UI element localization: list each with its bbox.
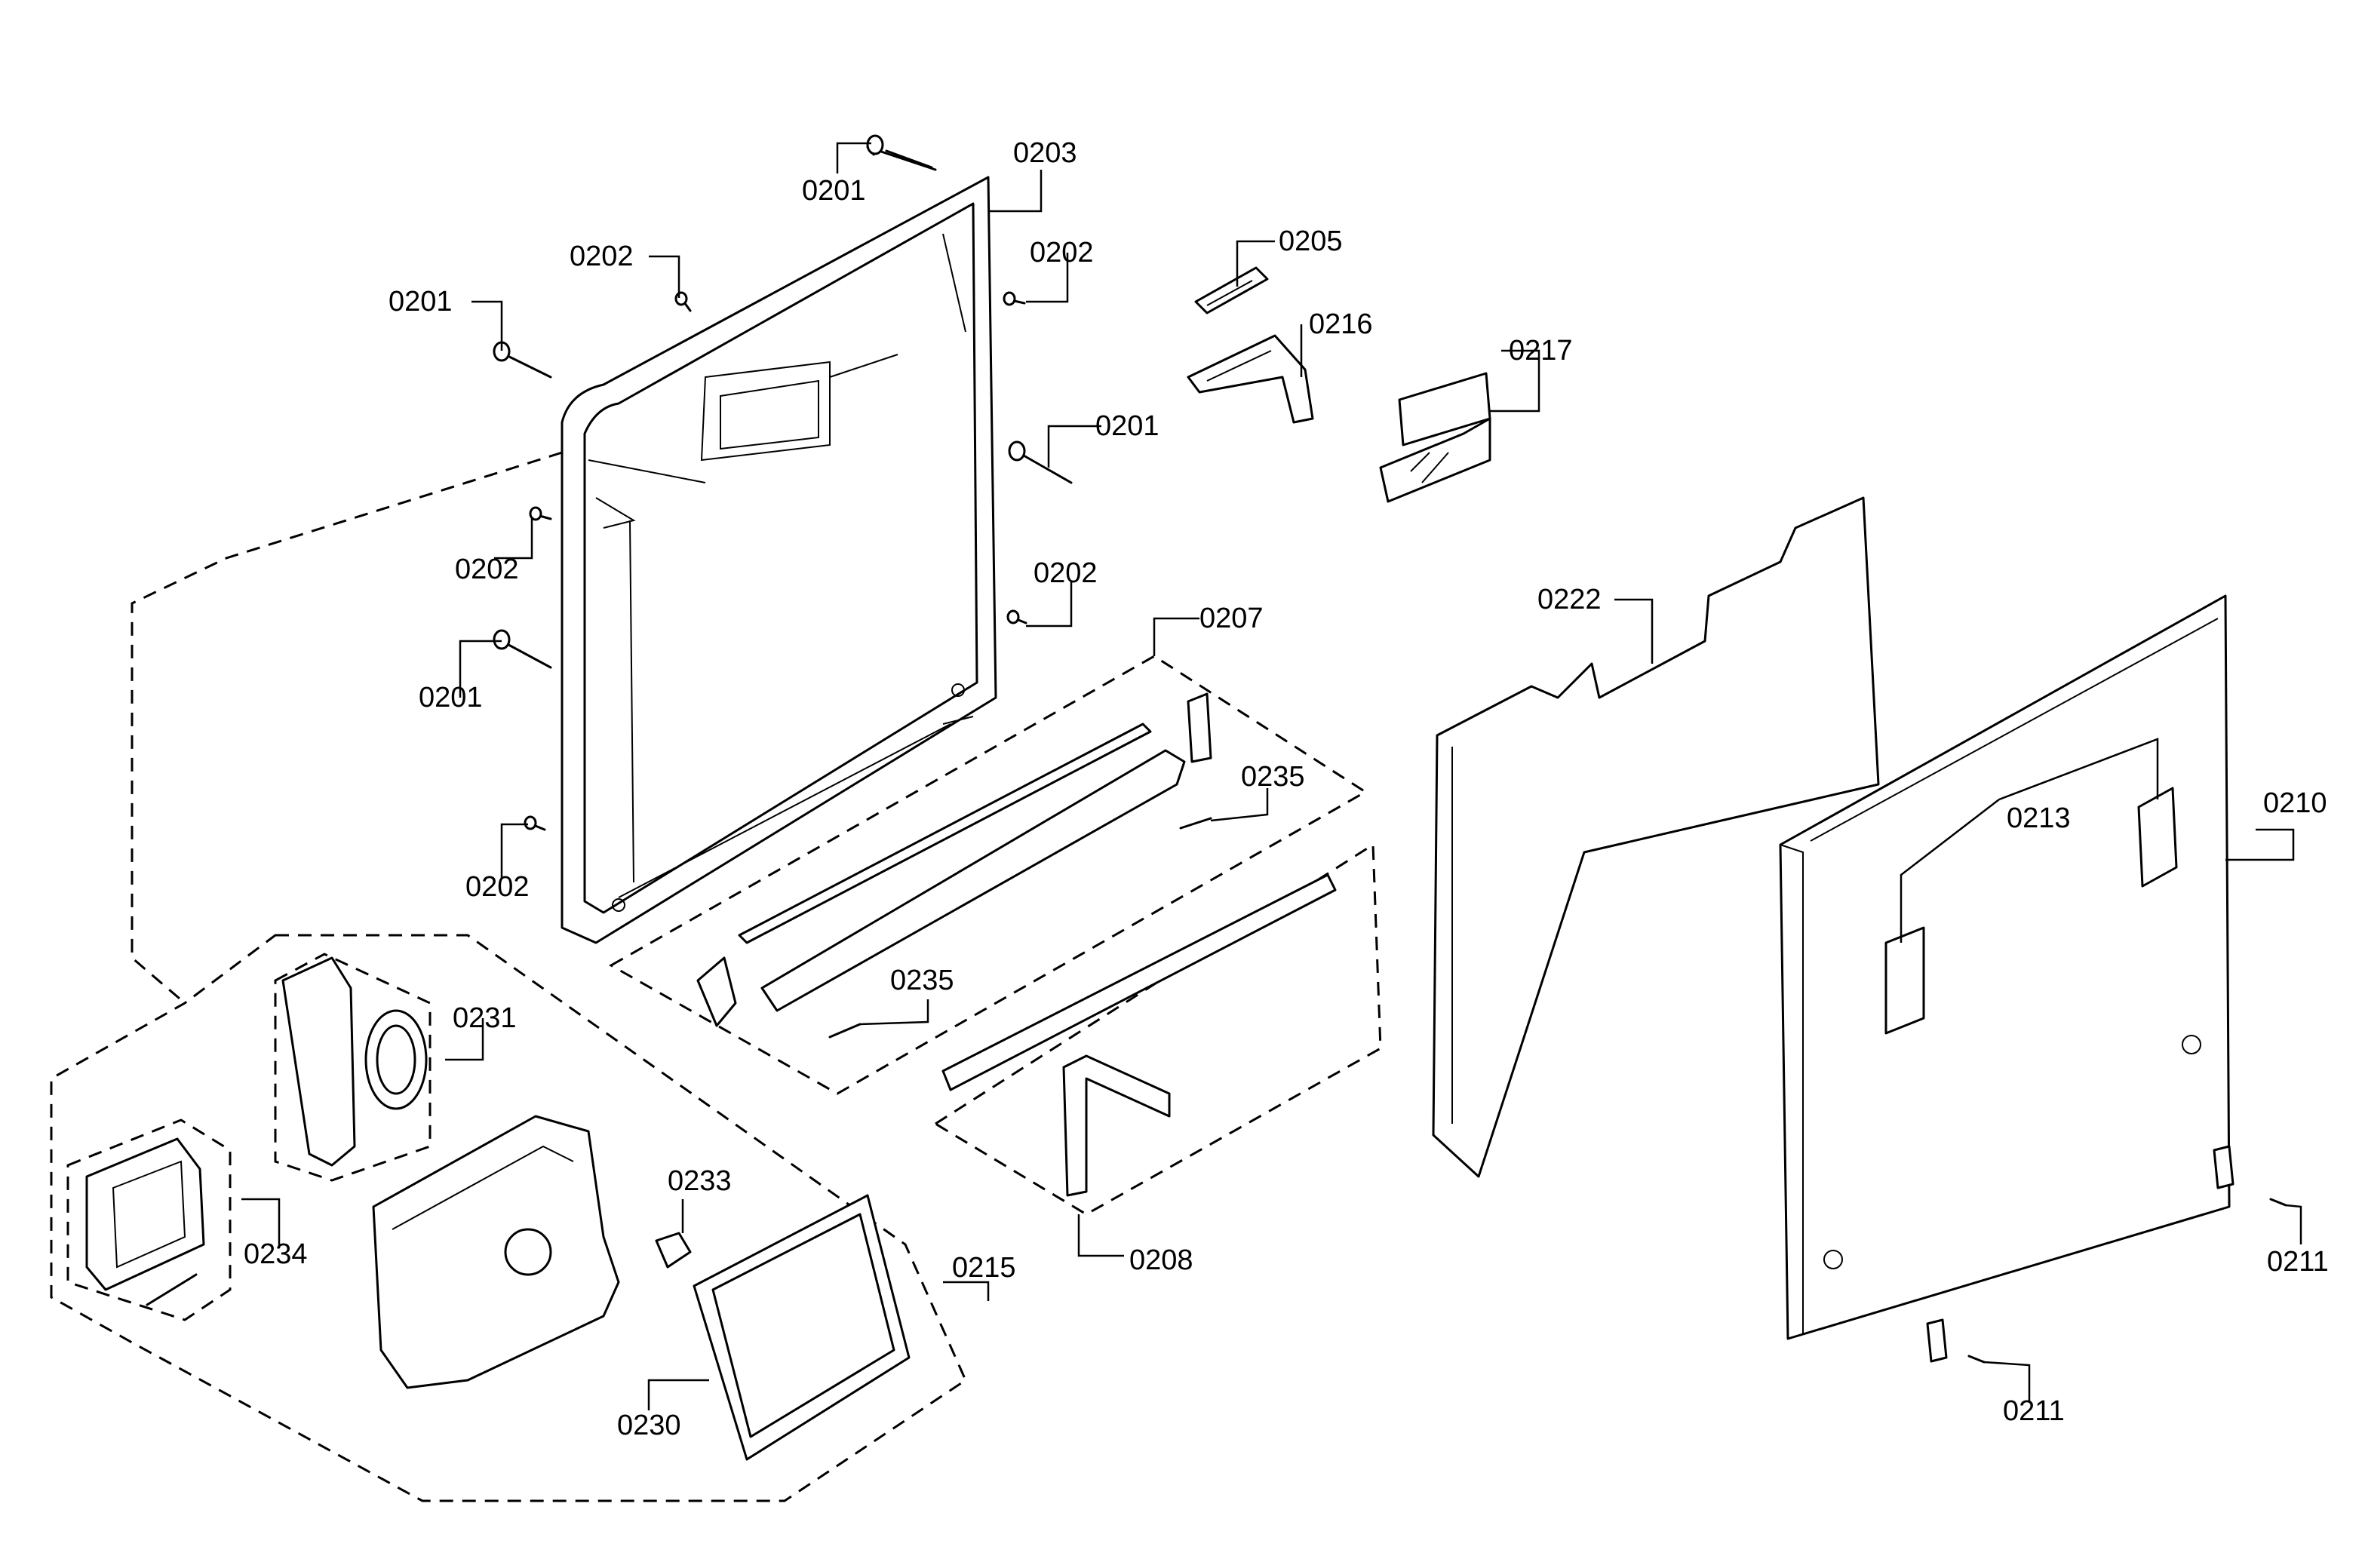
screw-0201-top — [866, 134, 937, 171]
gasket-holder-0231 — [281, 956, 428, 1167]
label-0231: 0231 — [453, 1002, 517, 1034]
rail-0207 — [696, 692, 1212, 1027]
cover-0217 — [1379, 372, 1491, 503]
latch-0205 — [1194, 266, 1269, 315]
leader-lines — [241, 142, 2302, 1410]
label-0211-b: 0211 — [2003, 1395, 2065, 1427]
dashed-group-0231 — [274, 953, 432, 1182]
hinge-0211-a — [2213, 1145, 2234, 1189]
label-0203: 0203 — [1013, 137, 1077, 169]
dashed-group-0234 — [66, 1118, 232, 1321]
label-0235-b: 0235 — [890, 965, 954, 996]
screw-0201-left — [493, 341, 552, 379]
label-0202-d: 0202 — [1034, 557, 1098, 589]
label-0201-lower: 0201 — [419, 682, 483, 713]
screw-0202-c — [529, 506, 552, 521]
screw-0202-e — [524, 815, 546, 831]
screw-0211-b — [1967, 1355, 1986, 1364]
label-0202-c: 0202 — [455, 554, 519, 585]
label-0208: 0208 — [1129, 1244, 1193, 1276]
label-0202-b: 0202 — [1030, 237, 1094, 268]
label-0201-right: 0201 — [1095, 410, 1159, 442]
label-0202-e: 0202 — [465, 871, 530, 903]
knob-0233 — [655, 1232, 692, 1269]
hinge-bracket-0216 — [1187, 334, 1314, 424]
dashed-group-0207 — [608, 655, 1368, 1095]
screw-0201-lower — [493, 629, 552, 669]
screw-0202-b — [1003, 291, 1026, 306]
label-0207: 0207 — [1199, 603, 1264, 634]
label-0201-top: 0201 — [802, 175, 866, 207]
label-0217: 0217 — [1509, 335, 1573, 367]
screw-0211-a — [2269, 1198, 2287, 1207]
label-0235-a: 0235 — [1241, 761, 1305, 793]
dashed-group-door-outline — [131, 451, 563, 1005]
label-0201-left: 0201 — [389, 286, 453, 318]
clip-0235-b — [828, 1023, 862, 1039]
outer-door-frame-0203 — [561, 176, 997, 944]
dispenser-0215 — [372, 1115, 620, 1389]
label-0213: 0213 — [2007, 802, 2071, 834]
seal-frame-0230 — [693, 1194, 911, 1461]
cover-0234 — [85, 1137, 205, 1306]
screw-0202-d — [1006, 609, 1027, 624]
label-0222: 0222 — [1537, 584, 1602, 615]
bracket-0208 — [941, 873, 1337, 1197]
label-0230: 0230 — [617, 1410, 681, 1441]
screw-0202-a — [674, 291, 692, 312]
hinge-0211-b — [1926, 1318, 1948, 1363]
outer-panel-0210 — [1779, 594, 2231, 1340]
label-0233: 0233 — [668, 1165, 732, 1197]
label-0210: 0210 — [2263, 787, 2327, 819]
label-0234: 0234 — [244, 1238, 308, 1270]
label-0211-a: 0211 — [2267, 1246, 2329, 1278]
label-0215: 0215 — [952, 1252, 1016, 1284]
dashed-group-0215 — [50, 934, 967, 1502]
clip-0235-a — [1179, 817, 1212, 830]
label-0216: 0216 — [1309, 308, 1373, 340]
screw-0201-right — [1008, 440, 1073, 484]
label-0202-a: 0202 — [570, 241, 634, 272]
inner-panel-0222 — [1432, 496, 1880, 1178]
label-0205: 0205 — [1279, 226, 1343, 257]
